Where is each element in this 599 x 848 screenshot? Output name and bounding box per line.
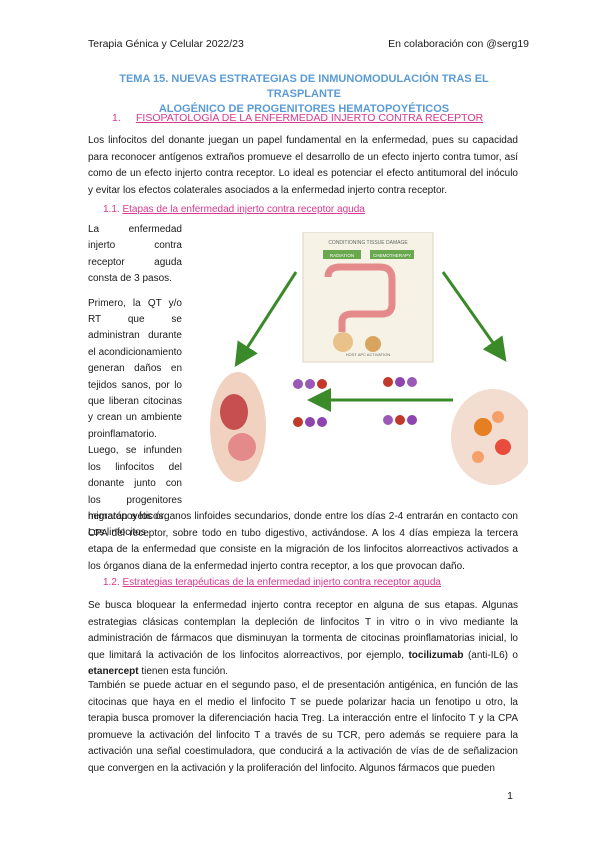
lymphocyte-cluster-left [293, 379, 327, 427]
target-cell [474, 418, 492, 436]
lymphocyte-cluster-center [383, 377, 417, 425]
title-line-2: ALOGÉNICO DE PROGENITORES HEMATOPOYÉTICO… [158, 103, 450, 115]
gvhd-pathophysiology-figure: CONDITIONING TISSUE DAMAGE RADIATION CHE… [210, 232, 528, 485]
drug-etanercept: etanercept [88, 666, 139, 677]
subsection-1-1-title: Etapas de la enfermedad injerto contra r… [122, 204, 365, 215]
section-1-heading: 1. FISOPATOLOGÍA DE LA ENFERMEDAD INJERTO… [112, 112, 483, 124]
section-1-title: FISOPATOLOGÍA DE LA ENFERMEDAD INJERTO C… [136, 112, 484, 124]
header-credit: En colaboración con @serg19 [388, 38, 529, 50]
chemotherapy-box [370, 250, 414, 259]
subsection-1-2-paragraph-2: También se puede actuar en el segundo pa… [88, 680, 518, 774]
apc-cell [333, 332, 353, 352]
subsection-1-2-heading: 1.2. Estrategias terapéuticas de la enfe… [103, 577, 441, 588]
apc-cell [365, 336, 381, 352]
subsection-1-1-number: 1.1. [103, 204, 120, 215]
intestine-shape [324, 263, 396, 332]
section-1-number: 1. [112, 112, 121, 124]
narrow-paragraph-1: La enfermedad injerto contra receptor ag… [88, 224, 182, 285]
subsection-1-2-paragraph-1: Se busca bloquear la enfermedad injerto … [88, 598, 518, 681]
narrow-paragraph-2: Primero, la QT y/o RT que se administran… [88, 297, 182, 539]
host-apc-label: HOST APC ACTIVATION [346, 352, 391, 357]
target-cell [472, 451, 484, 463]
header-course: Terapia Génica y Celular 2022/23 [88, 38, 244, 50]
p1-text-mid: (anti-IL6) o [463, 649, 518, 661]
chemotherapy-label: CHEMOTHERAPY [373, 253, 411, 258]
page-number: 1 [507, 790, 513, 802]
top-panel-label: CONDITIONING TISSUE DAMAGE [328, 240, 408, 246]
arrow-right [441, 271, 507, 362]
section-1-paragraph: Los linfocitos del donante juegan un pap… [88, 135, 518, 196]
subsection-1-2-title: Estrategias terapéuticas de la enfermeda… [122, 577, 441, 588]
target-cell [495, 439, 511, 455]
subsection-1-2-number: 1.2. [103, 577, 120, 588]
target-tissue [451, 389, 528, 485]
title-line-1: TEMA 15. NUEVAS ESTRATEGIAS DE INMUNOMOD… [119, 73, 489, 100]
drug-tocilizumab: tocilizumab [408, 649, 464, 661]
radiation-box [323, 250, 361, 259]
organ-intestine [228, 433, 256, 461]
organ-liver [220, 394, 248, 430]
target-cell [492, 411, 504, 423]
narrow-text-column: La enfermedad injerto contra receptor ag… [88, 222, 182, 550]
p1-text-after: tienen esta función. [138, 666, 229, 677]
document-title: TEMA 15. NUEVAS ESTRATEGIAS DE INMUNOMOD… [84, 72, 524, 117]
subsection-1-1-heading: 1.1. Etapas de la enfermedad injerto con… [103, 204, 365, 215]
p1-text-before: Se busca bloquear la enfermedad injerto … [88, 600, 518, 661]
arrow-left [234, 271, 298, 368]
subsection-1-1-continuation: migrarán a los órganos linfoides secunda… [88, 511, 518, 572]
radiation-label: RADIATION [330, 253, 354, 258]
